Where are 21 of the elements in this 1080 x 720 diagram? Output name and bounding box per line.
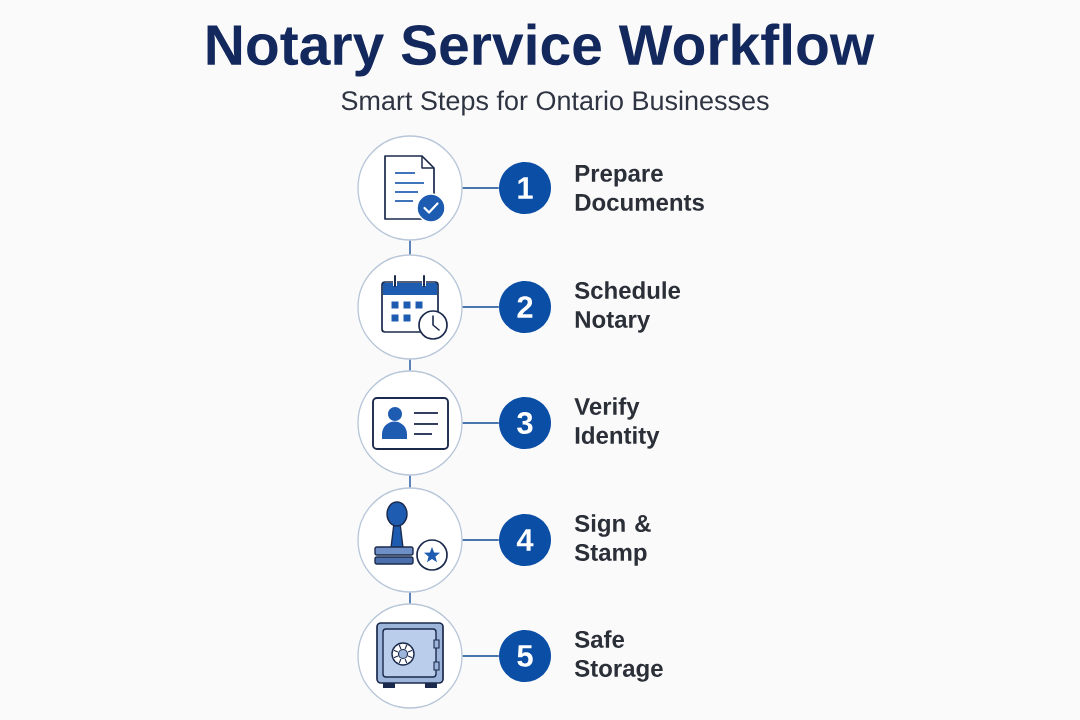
connector-line xyxy=(461,306,500,308)
connector-line xyxy=(461,655,500,657)
step-label: Schedule Notary xyxy=(574,281,681,333)
step-label: Safe Storage xyxy=(574,630,663,682)
connector-line xyxy=(409,591,411,605)
step-label: Verify Identity xyxy=(574,397,660,449)
connector-line xyxy=(461,539,500,541)
number-badge: 1 xyxy=(499,162,551,214)
connector-line xyxy=(409,239,411,256)
number-badge: 4 xyxy=(499,514,551,566)
connector-line xyxy=(409,358,411,372)
number-badge: 3 xyxy=(499,397,551,449)
step-label: Prepare Documents xyxy=(575,165,704,211)
number-badge: 2 xyxy=(499,281,551,333)
title: Notary Service Workflow xyxy=(207,23,875,77)
number-badge: 5 xyxy=(499,630,551,682)
connector-line xyxy=(409,474,411,489)
subtitle: Smart Steps for Ontario Businesses xyxy=(341,90,769,116)
connector-line xyxy=(461,187,500,189)
step-label: Sign & Stamp xyxy=(574,514,651,566)
connector-line xyxy=(461,422,500,424)
